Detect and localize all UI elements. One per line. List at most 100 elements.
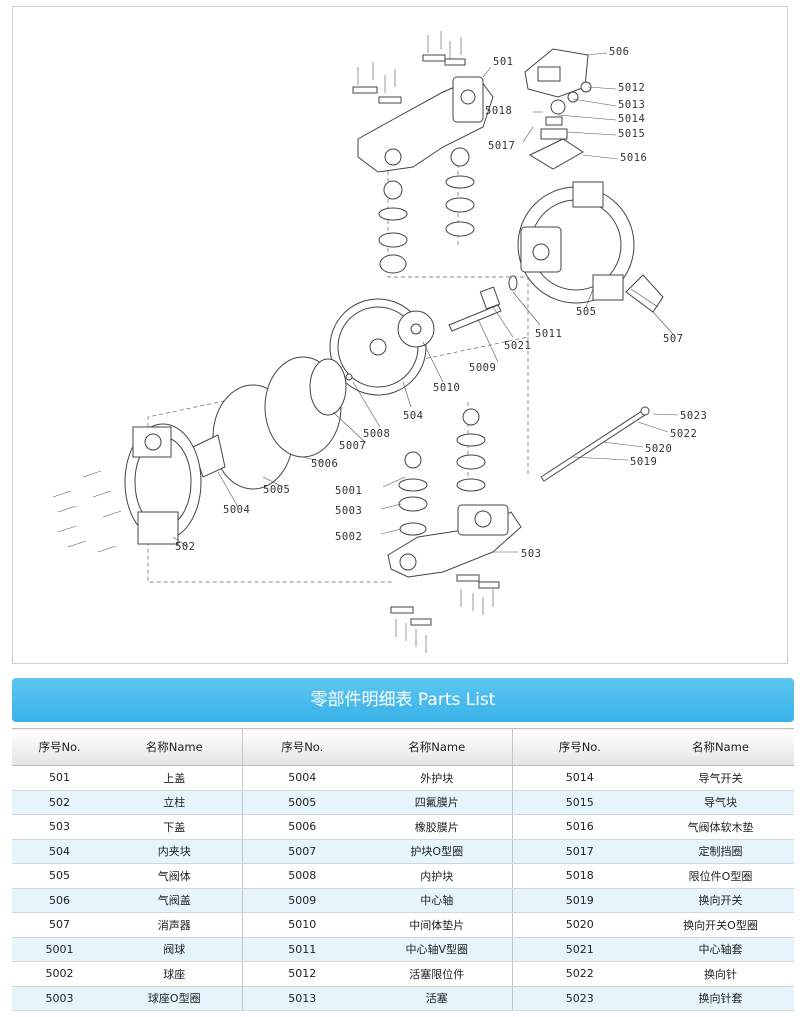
pump-chamber-part: [124, 423, 202, 545]
part-name-cell: 换向开关: [647, 888, 794, 913]
callout-5013: 5013: [618, 99, 645, 111]
lower-valve-stack: [398, 408, 486, 536]
callout-5001: 5001: [335, 485, 362, 497]
part-name-cell: 球座O型圈: [107, 986, 243, 1011]
part-name-cell: 导气开关: [647, 765, 794, 791]
callout-5017: 5017: [488, 140, 515, 152]
callout-5008: 5008: [363, 428, 390, 440]
top-manifold-part: [357, 76, 494, 173]
callout-505: 505: [576, 306, 596, 318]
part-number-cell: 5008: [242, 863, 362, 889]
callout-501: 501: [493, 56, 513, 68]
part-number-cell: 505: [12, 863, 107, 889]
part-name-cell: 中心轴套: [647, 937, 794, 962]
part-name-cell: 橡胶膜片: [362, 814, 513, 840]
diagram-svg: 501 506 5012 5013 5014 5015 5016 5017 50…: [52, 31, 707, 653]
part-name-cell: 上盖: [107, 765, 243, 791]
part-name-cell: 活塞限位件: [362, 961, 513, 987]
part-name-cell: 限位件O型圈: [647, 863, 794, 889]
part-number-cell: 5023: [512, 986, 647, 1011]
callout-5009: 5009: [469, 362, 496, 374]
callout-5004: 5004: [223, 504, 250, 516]
part-number-cell: 5019: [512, 888, 647, 913]
middle-gasket-part: [397, 310, 435, 348]
callout-5015: 5015: [618, 128, 645, 140]
callout-5020: 5020: [645, 443, 672, 455]
table-header-row: 序号No. 名称Name 序号No. 名称Name 序号No. 名称Name: [12, 728, 794, 766]
air-valve-cover-part: [524, 48, 592, 170]
part-number-cell: 5020: [512, 912, 647, 938]
callout-5012: 5012: [618, 82, 645, 94]
exploded-view-diagram: 501 506 5012 5013 5014 5015 5016 5017 50…: [12, 6, 788, 664]
part-name-cell: 护块O型圈: [362, 839, 513, 864]
part-name-cell: 消声器: [107, 912, 243, 938]
callout-5003: 5003: [335, 505, 362, 517]
part-number-cell: 5012: [242, 961, 362, 987]
air-valve-body-part: [517, 181, 635, 304]
part-name-cell: 下盖: [107, 814, 243, 840]
callout-5006: 5006: [311, 458, 338, 470]
part-name-cell: 气阀盖: [107, 888, 243, 913]
bottom-manifold-part: [387, 504, 522, 578]
part-name-cell: 导气块: [647, 790, 794, 815]
part-number-cell: 5002: [12, 961, 107, 987]
part-number-cell: 5018: [512, 863, 647, 889]
part-number-cell: 5009: [242, 888, 362, 913]
callout-506: 506: [609, 46, 629, 58]
part-name-cell: 内护块: [362, 863, 513, 889]
part-number-cell: 5016: [512, 814, 647, 840]
part-name-cell: 四氟膜片: [362, 790, 513, 815]
part-name-cell: 气阀体软木垫: [647, 814, 794, 840]
callout-507: 507: [663, 333, 683, 345]
top-bolts: [352, 31, 466, 104]
diaphragm-parts: [192, 356, 353, 490]
header-name: 名称Name: [362, 728, 513, 766]
part-number-cell: 501: [12, 765, 107, 791]
header-no: 序号No.: [242, 728, 362, 766]
part-number-cell: 507: [12, 912, 107, 938]
side-bolts: [52, 470, 122, 553]
part-number-cell: 5011: [242, 937, 362, 962]
callout-5014: 5014: [618, 113, 645, 125]
part-name-cell: 中心轴: [362, 888, 513, 913]
shift-switch-part: [540, 406, 650, 482]
part-number-cell: 5006: [242, 814, 362, 840]
callout-5021: 5021: [504, 340, 531, 352]
upper-valve-stack: [378, 147, 475, 274]
callout-5019: 5019: [630, 456, 657, 468]
part-number-cell: 5021: [512, 937, 647, 962]
callout-5010: 5010: [433, 382, 460, 394]
part-name-cell: 气阀体: [107, 863, 243, 889]
callout-5016: 5016: [620, 152, 647, 164]
part-name-cell: 换向开关O型圈: [647, 912, 794, 938]
part-number-cell: 502: [12, 790, 107, 815]
callout-5007: 5007: [339, 440, 366, 452]
part-number-cell: 5003: [12, 986, 107, 1011]
callout-leaders: [172, 52, 679, 553]
part-number-cell: 5013: [242, 986, 362, 1011]
part-name-cell: 中间体垫片: [362, 912, 513, 938]
callout-504: 504: [403, 410, 423, 422]
bottom-bolts: [390, 574, 500, 653]
part-name-cell: 立柱: [107, 790, 243, 815]
part-number-cell: 5010: [242, 912, 362, 938]
header-name: 名称Name: [107, 728, 243, 766]
callout-5011: 5011: [535, 328, 562, 340]
callout-503: 503: [521, 548, 541, 560]
part-number-cell: 5001: [12, 937, 107, 962]
part-number-cell: 503: [12, 814, 107, 840]
header-no: 序号No.: [512, 728, 647, 766]
callout-5018: 5018: [485, 105, 512, 117]
part-number-cell: 5017: [512, 839, 647, 864]
callout-5002: 5002: [335, 531, 362, 543]
part-name-cell: 定制挡圈: [647, 839, 794, 864]
part-number-cell: 5004: [242, 765, 362, 791]
